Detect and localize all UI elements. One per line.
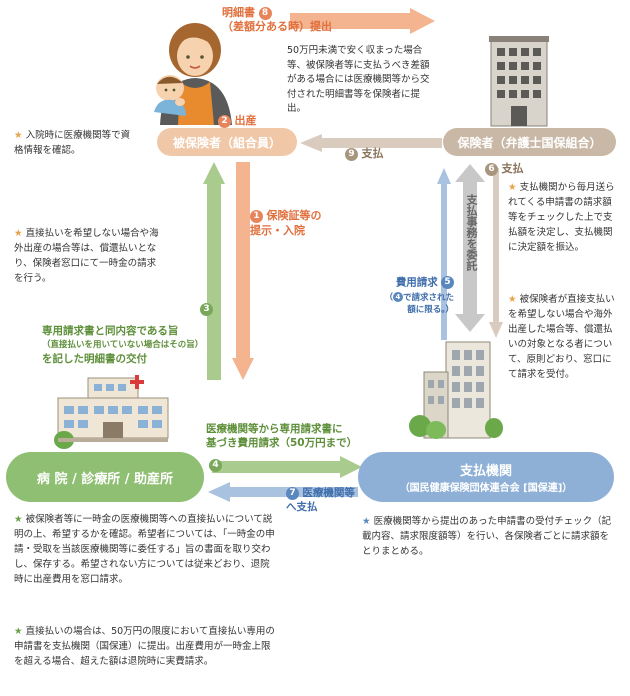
node-payer: 支払機関 （国民健康保険団体連合会 [国保連]） — [358, 452, 614, 502]
step3-number-wrap: 3 — [200, 303, 213, 316]
note-left-1: ★ 入院時に医療機関等で資格情報を確認。 — [14, 128, 134, 158]
note-left-2-text: 直接払いを希望しない場合や海外出産の場合等は、償還払いとなり、保険者窓口にて一時… — [14, 228, 159, 284]
node-payer-title: 支払機関 — [459, 464, 512, 479]
note-right-2-text: 被保険者が直接支払いを希望しない場合や海外出産した場合等、償還払いの対象となる者… — [508, 294, 615, 380]
step3-line2: （直接払いを用いていない場合はその旨） — [42, 340, 204, 350]
step9-number: 9 — [345, 147, 358, 161]
node-hospital: 病 院 / 診療所 / 助産所 — [6, 452, 204, 502]
mother-baby-illustration — [154, 23, 232, 125]
step2-text: 出産 — [234, 114, 257, 127]
star-icon: ★ — [362, 516, 371, 527]
step8-number: 8 — [258, 6, 272, 20]
step4-number: 4 — [209, 459, 222, 472]
star-icon: ★ — [14, 130, 23, 141]
step8-label: 明細書 8 （差額分ある時）提出 — [222, 6, 392, 34]
note-left-1-text: 入院時に医療機関等で資格情報を確認。 — [14, 130, 131, 156]
node-payer-subtitle: （国民健康保険団体連合会 [国保連]） — [399, 483, 573, 494]
note-top-right-text: 50万円未満で安く収まった場合等、被保険者等に支払うべき差額がある場合には医療機… — [287, 45, 430, 114]
node-insurer-label: 保険者（弁護士国保組合） — [457, 135, 602, 150]
step4-text-wrap: 医療機関等から専用請求書に 基づき費用請求（50万円まで） — [206, 422, 357, 450]
note-right-1-text: 支払機関から毎月送られてくる申請書の請求額等をチェックした上で支払額を決定し、支… — [508, 182, 615, 253]
star-icon: ★ — [508, 294, 517, 305]
step3-line1: 専用請求書と同内容である旨 — [42, 325, 179, 337]
star-icon: ★ — [14, 626, 23, 637]
note-left-2: ★ 直接払いを希望しない場合や海外出産の場合等は、償還払いとなり、保険者窓口にて… — [14, 226, 162, 286]
node-insured-label: 被保険者（組合員） — [172, 135, 281, 150]
step6-number: 6 — [485, 162, 498, 176]
step5-note-number: 4 — [392, 292, 403, 302]
arrow-step3 — [203, 162, 225, 380]
arrow-step9 — [300, 134, 442, 152]
arrow-step5 — [437, 168, 451, 340]
step8-subtitle: （差額分ある時）提出 — [222, 20, 332, 33]
step3-number: 3 — [200, 303, 213, 316]
node-insurer: 保険者（弁護士国保組合） — [443, 128, 616, 156]
step5-number: 5 — [441, 276, 454, 289]
step8-title: 明細書 — [222, 6, 255, 19]
step3-label: 専用請求書と同内容である旨 （直接払いを用いていない場合はその旨） を記した明細… — [42, 324, 232, 366]
arrow-step4 — [212, 456, 362, 478]
delegation-label: 支払事務を委託 — [462, 194, 478, 271]
delegation-text: 支払事務を委託 — [465, 194, 478, 271]
note-bottom-right-text: 医療機関等から提出のあった申請書の受付チェック（記載内容、請求限度額等）を行い、… — [362, 516, 612, 557]
arrow-step8 — [290, 8, 435, 34]
step2-label: 2 出産 — [218, 112, 257, 128]
step3-line3: を記した明細書の交付 — [42, 353, 147, 365]
step5-note-text: で請求された 額に限る。） — [402, 292, 454, 315]
step6-label: 6 支払 — [485, 160, 524, 176]
arrow-delegation — [455, 164, 485, 332]
step7-text: 医療機関等 へ支払 — [286, 487, 355, 513]
step9-text: 支払 — [361, 147, 384, 160]
arrow-step1 — [232, 162, 254, 380]
node-hospital-label: 病 院 / 診療所 / 助産所 — [36, 471, 174, 487]
note-right-2: ★ 被保険者が直接支払いを希望しない場合や海外出産した場合等、償還払いの対象とな… — [508, 292, 616, 382]
star-icon: ★ — [14, 514, 23, 525]
step7-label: 7 医療機関等 へ支払 — [286, 486, 355, 514]
step9-label: 9 支払 — [345, 145, 384, 161]
star-icon: ★ — [508, 182, 517, 193]
step7-number: 7 — [286, 486, 299, 500]
node-insured: 被保険者（組合員） — [157, 128, 297, 156]
step4-text: 医療機関等から専用請求書に 基づき費用請求（50万円まで） — [206, 423, 358, 449]
note-bottom-right: ★ 医療機関等から提出のあった申請書の受付チェック（記載内容、請求限度額等）を行… — [362, 514, 612, 559]
step4-number-wrap: 4 — [209, 459, 222, 472]
step5-note-prefix: （ — [384, 292, 393, 303]
note-bottom-left-1: ★ 被保険者等に一時金の医療機関等への直接払いについて説明の上、希望するかを確認… — [14, 512, 276, 587]
step2-number: 2 — [218, 114, 231, 128]
note-bottom-left-1-text: 被保険者等に一時金の医療機関等への直接払いについて説明の上、希望するかを確認。希… — [14, 514, 275, 585]
arrow-step7 — [208, 482, 358, 502]
step1-label: 1 保険証等の 提示・入院 — [250, 208, 322, 238]
hospital-building-icon — [54, 375, 169, 449]
arrow-step6 — [489, 168, 503, 338]
office-building-icon — [489, 36, 549, 127]
note-bottom-left-2: ★ 直接払いの場合は、50万円の限度において直接払い専用の申請書を支払機関（国保… — [14, 624, 276, 669]
step1-number: 1 — [250, 209, 263, 223]
note-bottom-left-2-text: 直接払いの場合は、50万円の限度において直接払い専用の申請書を支払機関（国保連）… — [14, 626, 275, 667]
step5-text: 費用請求 — [395, 276, 438, 289]
star-icon: ★ — [14, 228, 23, 239]
step1-text: 保険証等の 提示・入院 — [250, 209, 322, 237]
payer-building-icon — [409, 341, 503, 439]
note-top-right: 50万円未満で安く収まった場合等、被保険者等に支払うべき差額がある場合には医療機… — [287, 44, 435, 117]
note-right-1: ★ 支払機関から毎月送られてくる申請書の請求額等をチェックした上で支払額を決定し… — [508, 180, 616, 255]
step6-text: 支払 — [501, 162, 524, 175]
